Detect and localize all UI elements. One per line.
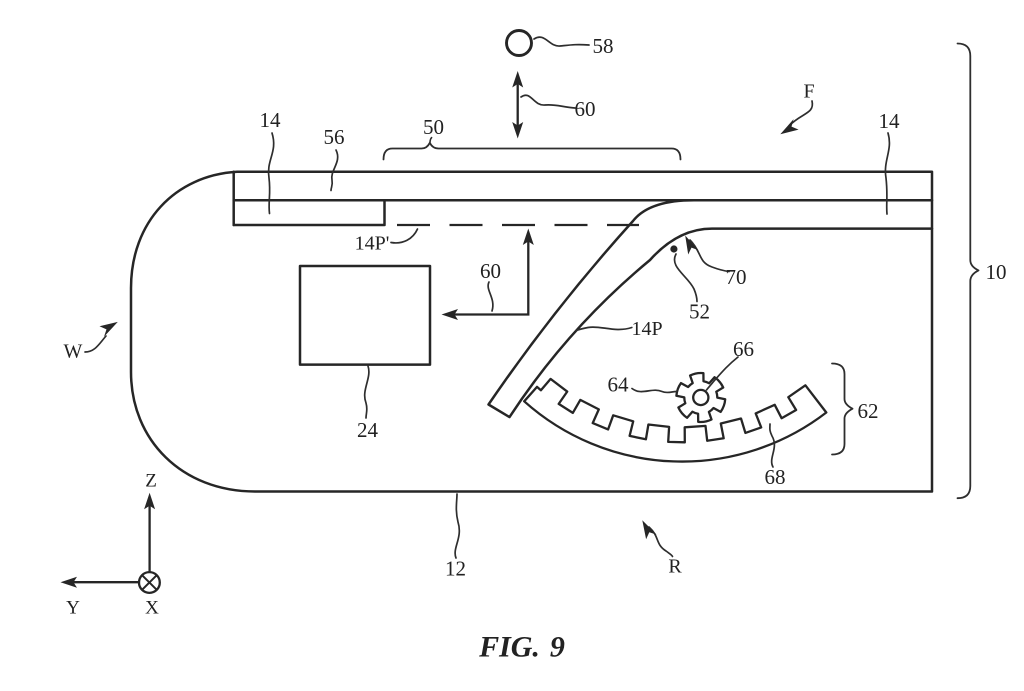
svg-text:W: W (64, 341, 83, 363)
svg-text:58: 58 (593, 34, 614, 58)
svg-text:14: 14 (260, 108, 282, 132)
svg-text:12: 12 (445, 557, 466, 581)
svg-text:60: 60 (575, 97, 596, 121)
svg-text:50: 50 (423, 115, 444, 139)
svg-text:F: F (803, 81, 814, 103)
svg-text:56: 56 (324, 125, 345, 149)
svg-text:14P': 14P' (355, 233, 390, 255)
svg-text:R: R (668, 556, 682, 578)
svg-text:X: X (145, 598, 159, 619)
svg-text:10: 10 (986, 260, 1007, 284)
svg-text:Z: Z (145, 471, 157, 492)
svg-text:66: 66 (733, 337, 754, 361)
svg-text:24: 24 (357, 418, 379, 442)
svg-text:70: 70 (726, 265, 747, 289)
svg-text:62: 62 (858, 399, 879, 423)
svg-text:Y: Y (66, 598, 80, 619)
svg-text:FIG. 9: FIG. 9 (478, 631, 565, 664)
svg-text:68: 68 (765, 465, 786, 489)
svg-text:14: 14 (879, 109, 901, 133)
svg-text:14P: 14P (631, 318, 662, 340)
svg-text:64: 64 (608, 373, 630, 397)
svg-text:60: 60 (480, 259, 501, 283)
svg-text:52: 52 (689, 300, 710, 324)
